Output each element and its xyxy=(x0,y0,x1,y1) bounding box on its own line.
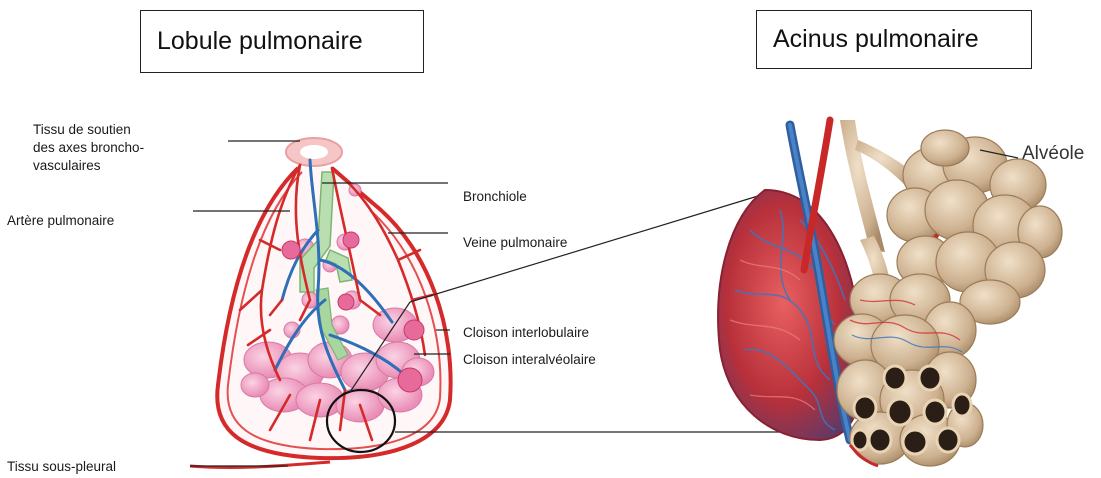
lobule-illustration xyxy=(190,138,451,467)
acinus-illustration xyxy=(718,120,1062,466)
